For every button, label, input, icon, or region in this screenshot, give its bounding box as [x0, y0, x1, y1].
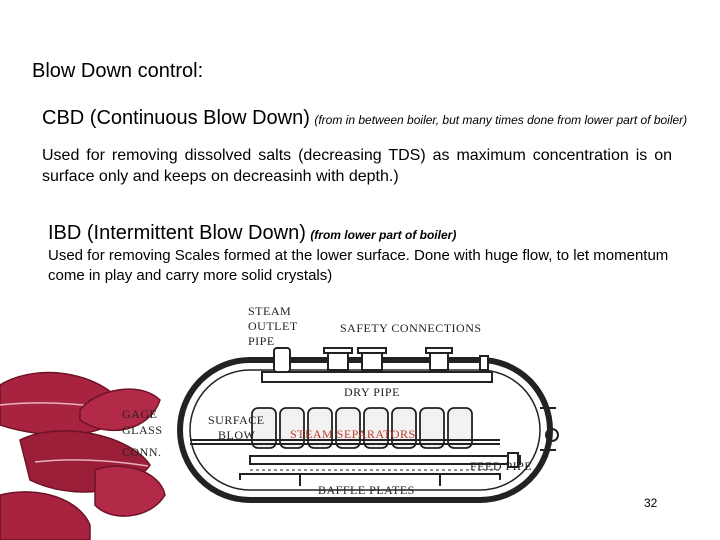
- baffle-plates: [239, 473, 501, 486]
- slide-title: Blow Down control:: [32, 60, 204, 82]
- page-number: 32: [644, 496, 658, 510]
- label-surface-2: BLOW: [218, 428, 256, 442]
- label-steam-outlet-3: PIPE: [248, 334, 275, 348]
- steam-outlet-pipe: [273, 347, 291, 373]
- steam-separators: [251, 407, 473, 449]
- dry-pipe: [261, 371, 493, 383]
- cbd-heading-block: CBD (Continuous Blow Down) (from in betw…: [42, 106, 692, 130]
- cbd-heading: CBD (Continuous Blow Down): [42, 107, 310, 129]
- label-feed-pipe: FEED PIPE: [470, 459, 532, 473]
- boiler-diagram: STEAM OUTLET PIPE SAFETY CONNECTIONS DRY…: [0, 304, 559, 540]
- cbd-description: Used for removing dissolved salts (decre…: [42, 147, 672, 185]
- label-gage-2: GLASS: [122, 423, 163, 437]
- label-gage-3: CONN.: [122, 445, 162, 459]
- ibd-note: (from lower part of boiler): [310, 228, 457, 242]
- label-dry-pipe: DRY PIPE: [344, 385, 400, 399]
- ibd-heading-block: IBD (Intermittent Blow Down) (from lower…: [48, 222, 698, 245]
- feed-pipe: [249, 452, 521, 468]
- label-safety-connections: SAFETY CONNECTIONS: [340, 321, 482, 335]
- label-steam-outlet-1: STEAM: [248, 304, 291, 318]
- label-surface-1: SURFACE: [208, 413, 265, 427]
- label-gage-1: GAGE: [122, 407, 157, 421]
- leaf-decoration: [0, 371, 166, 540]
- label-steam-separators: STEAM SEPARATORS: [290, 427, 416, 441]
- label-steam-outlet-2: OUTLET: [248, 319, 298, 333]
- label-baffle-plates: BAFFLE PLATES: [318, 483, 415, 497]
- safety-connections: [323, 347, 489, 371]
- cbd-note: (from in between boiler, but many times …: [314, 113, 688, 127]
- ibd-heading: IBD (Intermittent Blow Down): [48, 222, 306, 244]
- ibd-description: Used for removing Scales formed at the l…: [48, 247, 669, 285]
- surface-blow-pipe: [190, 439, 500, 445]
